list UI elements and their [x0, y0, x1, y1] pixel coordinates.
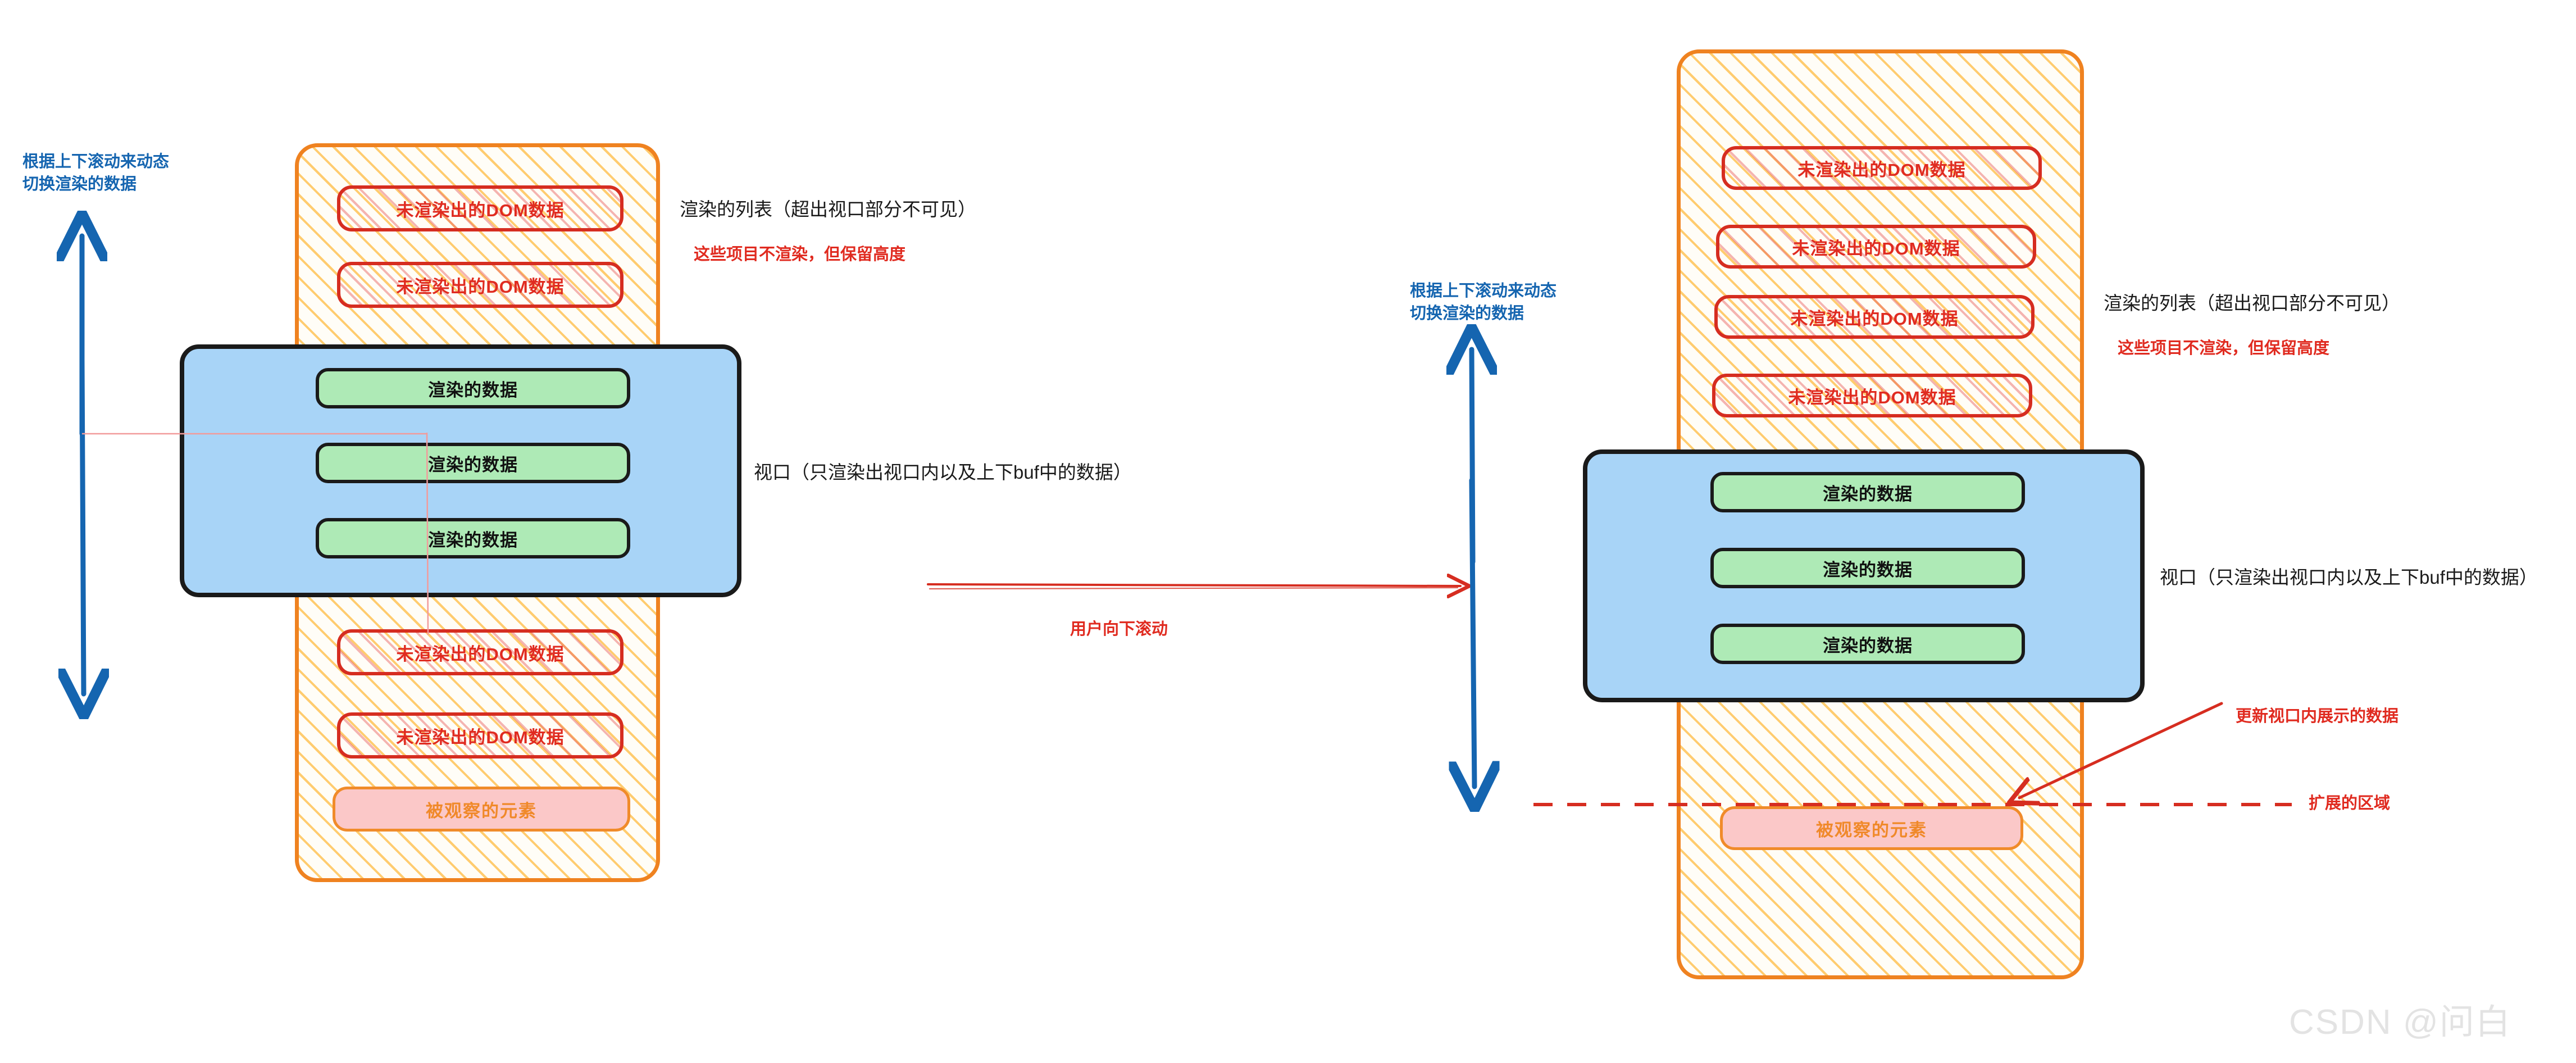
- right-viewport-note: 视口（只渲染出视口内以及上下buf中的数据）: [2160, 567, 2538, 588]
- left-item-rendered-2[interactable]: 渲染的数据: [316, 518, 630, 558]
- right-expand-note: 扩展的区域: [2309, 794, 2391, 812]
- right-placeholder-note: 这些项目不渲染，但保留高度: [2118, 339, 2330, 357]
- left-item-unrendered-2[interactable]: 未渲染出的DOM数据: [337, 629, 623, 675]
- scroll-down-arrow-icon: [927, 584, 1460, 589]
- left-item-rendered-1[interactable]: 渲染的数据: [316, 443, 630, 483]
- right-item-rendered-0[interactable]: 渲染的数据: [1710, 472, 2025, 512]
- right-item-unrendered-1[interactable]: 未渲染出的DOM数据: [1716, 225, 2036, 269]
- left-scroll-note: 根据上下滚动来动态 切换渲染的数据: [22, 153, 170, 194]
- right-item-unrendered-0[interactable]: 未渲染出的DOM数据: [1722, 146, 2042, 190]
- left-item-rendered-0[interactable]: 渲染的数据: [316, 368, 630, 408]
- right-item-rendered-2[interactable]: 渲染的数据: [1710, 624, 2025, 664]
- right-item-rendered-1[interactable]: 渲染的数据: [1710, 548, 2025, 588]
- right-item-unrendered-2[interactable]: 未渲染出的DOM数据: [1714, 295, 2035, 339]
- right-observed-element[interactable]: 被观察的元素: [1720, 806, 2023, 850]
- left-viewport-note: 视口（只渲染出视口内以及上下buf中的数据）: [754, 462, 1132, 483]
- left-placeholder-note: 这些项目不渲染，但保留高度: [694, 246, 906, 264]
- right-list-note: 渲染的列表（超出视口部分不可见）: [2104, 293, 2400, 314]
- right-scroll-arrow-icon: [1472, 349, 1474, 787]
- right-update-note: 更新视口内展示的数据: [2236, 707, 2399, 725]
- left-observed-element[interactable]: 被观察的元素: [333, 787, 630, 832]
- scroll-down-arrow-label: 用户向下滚动: [1070, 620, 1168, 638]
- left-item-unrendered-0[interactable]: 未渲染出的DOM数据: [337, 185, 623, 231]
- right-scroll-note: 根据上下滚动来动态 切换渲染的数据: [1410, 282, 1557, 323]
- left-list-note: 渲染的列表（超出视口部分不可见）: [680, 199, 976, 220]
- left-item-unrendered-3[interactable]: 未渲染出的DOM数据: [337, 712, 623, 758]
- left-scroll-arrow-icon: [82, 236, 84, 694]
- left-item-unrendered-1[interactable]: 未渲染出的DOM数据: [337, 262, 623, 308]
- right-item-unrendered-3[interactable]: 未渲染出的DOM数据: [1712, 374, 2032, 417]
- csdn-watermark: CSDN @问白: [2289, 1003, 2511, 1042]
